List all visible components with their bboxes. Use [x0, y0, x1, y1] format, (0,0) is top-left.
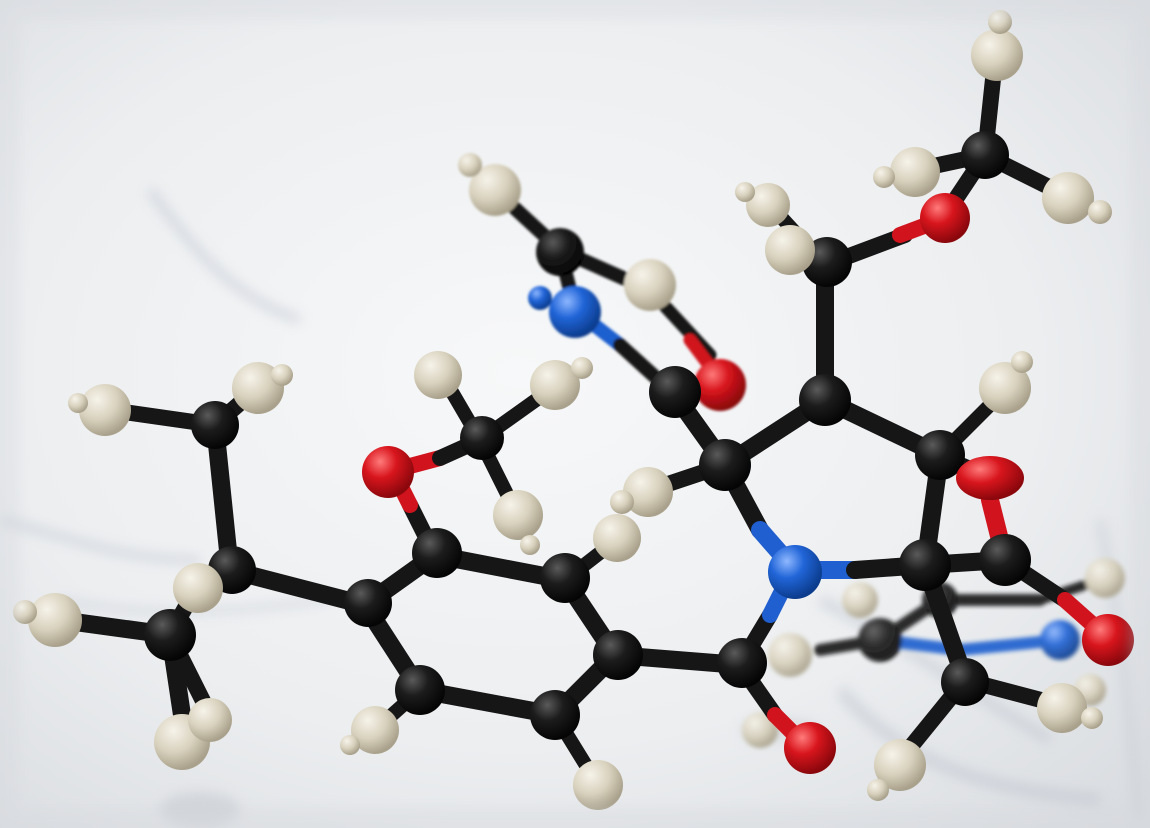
oxygen-atoms [362, 193, 1134, 774]
back-ring [742, 558, 1125, 748]
nitrogen-atoms [768, 545, 822, 599]
hydrogen-atoms [13, 10, 1112, 810]
